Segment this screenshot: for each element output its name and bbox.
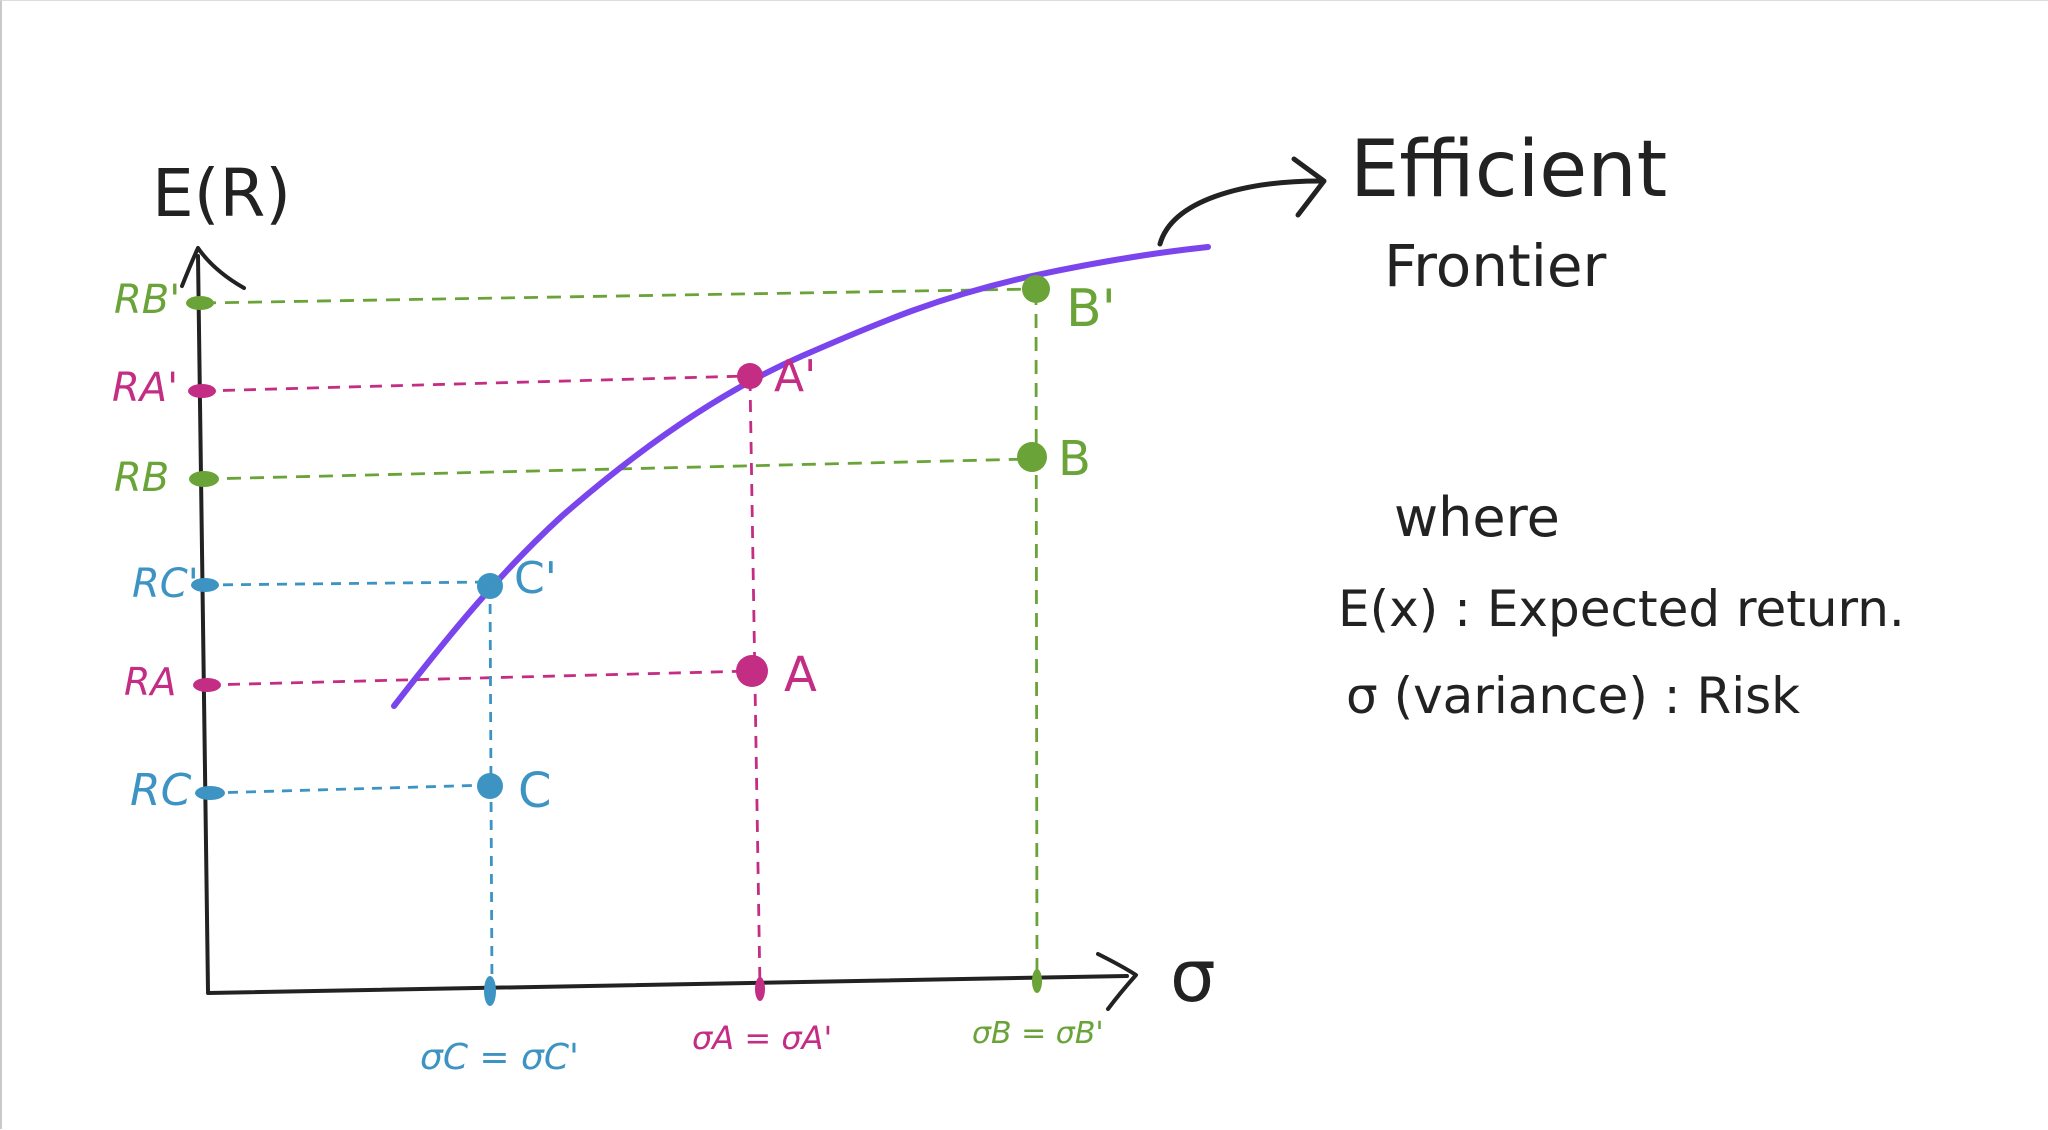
y-tick-rc [195, 786, 225, 800]
point-c-prime [477, 573, 503, 599]
y-tick-rb-prime [186, 296, 214, 310]
point-label-a: A [784, 647, 817, 703]
guides-c [204, 580, 494, 992]
guides-b [201, 287, 1039, 987]
point-label-b-prime: B' [1066, 279, 1116, 339]
x-tick-marks [484, 969, 1042, 1006]
point-a [736, 655, 768, 687]
y-tick-label-ra: RA [124, 660, 176, 704]
y-tick-label-rb-prime: RB' [114, 277, 180, 323]
point-b-prime [1022, 275, 1050, 303]
y-axis-label: E(R) [152, 155, 291, 232]
frontier-label-line2: Frontier [1384, 232, 1606, 300]
x-tick-label-sigma-b: σB = σB' [972, 1016, 1104, 1051]
x-axis [206, 974, 1129, 995]
legend: where E(x) : Expected return. σ (varianc… [1338, 486, 1905, 725]
legend-line-1: E(x) : Expected return. [1338, 580, 1905, 638]
y-axis [196, 254, 210, 993]
y-tick-label-rc: RC [130, 765, 192, 816]
point-b [1017, 442, 1047, 472]
x-tick-label-sigma-c: σC = σC' [420, 1037, 579, 1078]
portfolio-points [477, 275, 1050, 799]
efficient-frontier-curve [391, 244, 1211, 709]
frontier-arrow-head [1291, 156, 1327, 218]
guide-rc-prime [204, 580, 489, 587]
point-label-b: B [1058, 431, 1091, 487]
frontier-label-line1: Efficient [1350, 125, 1667, 215]
y-tick-label-rc-prime: RC' [132, 561, 199, 607]
guide-ra [206, 669, 753, 687]
frontier-arrow [1157, 156, 1327, 247]
x-tick-sigma-a [755, 977, 765, 1001]
point-a-prime [737, 363, 763, 389]
point-label-a-prime: A' [774, 351, 816, 402]
guide-sigma-b [1034, 290, 1039, 987]
y-tick-rb [189, 471, 219, 487]
x-tick-sigma-c [484, 976, 496, 1006]
guide-rb-prime [201, 287, 1036, 305]
y-tick-label-ra-prime: RA' [112, 365, 178, 411]
legend-line-2: σ (variance) : Risk [1346, 667, 1800, 725]
y-tick-rc-prime [191, 578, 219, 592]
point-c [477, 773, 503, 799]
y-tick-marks [186, 296, 225, 800]
y-tick-ra-prime [188, 384, 216, 398]
y-tick-label-rb: RB [114, 455, 169, 501]
guide-ra-prime [201, 374, 748, 393]
legend-heading: where [1394, 486, 1560, 549]
y-tick-ra [193, 678, 221, 692]
axes [180, 246, 1138, 1011]
y-axis-arrowhead [180, 246, 246, 290]
frontier-arrow-shaft [1157, 178, 1323, 247]
x-tick-sigma-b [1032, 969, 1042, 993]
guide-rc [209, 783, 491, 795]
point-label-c-prime: C' [514, 553, 557, 604]
point-label-c: C [518, 763, 552, 819]
x-axis-arrowhead [1096, 952, 1138, 1011]
x-tick-label-sigma-a: σA = σA' [692, 1019, 832, 1057]
x-axis-label: σ [1170, 934, 1216, 1018]
